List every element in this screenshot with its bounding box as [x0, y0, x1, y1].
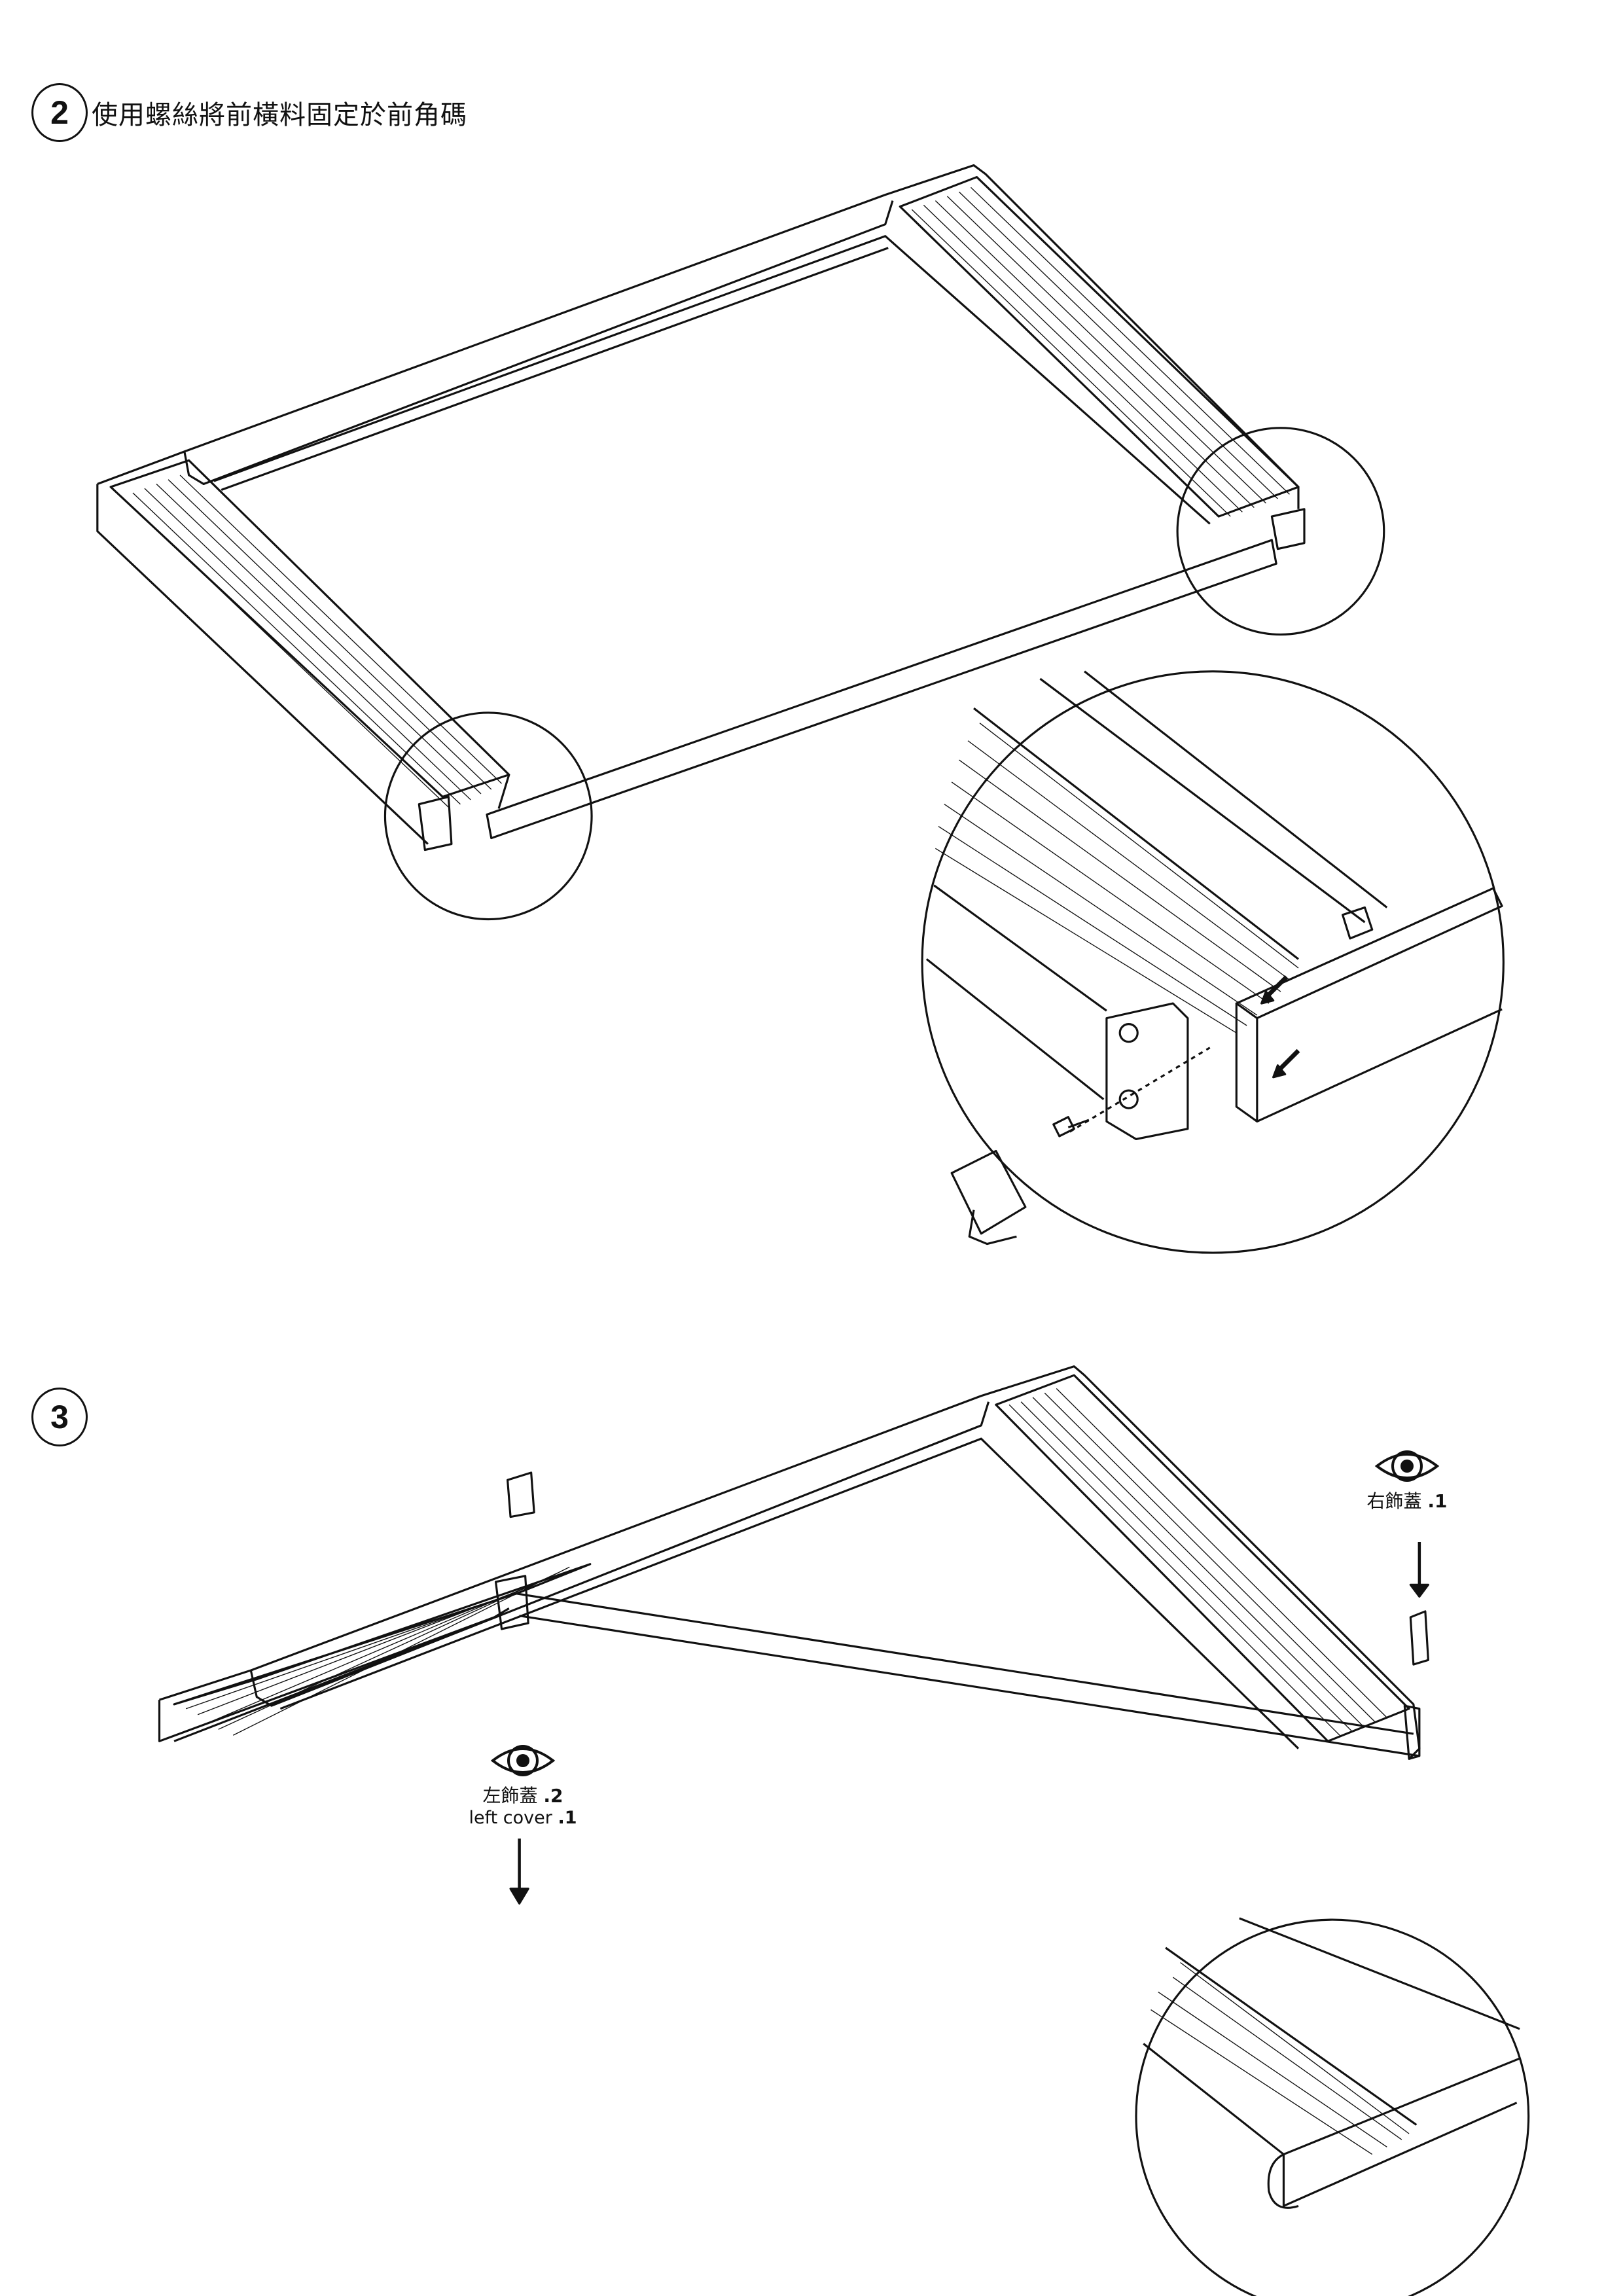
left-cover-label-zh: 左飾蓋 — [482, 1785, 538, 1806]
right-cover-part — [1409, 1610, 1429, 1666]
right-cover-qty: .1 — [1427, 1490, 1448, 1512]
left-cover-callout: 左飾蓋 .2 left cover .1 — [464, 1742, 582, 1828]
left-cover-qty-zh: .2 — [543, 1785, 563, 1806]
left-cover-part — [506, 1471, 535, 1518]
detail-circle-right — [1176, 427, 1385, 636]
step-number-2: 2 — [31, 83, 88, 142]
step3-zoom-detail — [1135, 1917, 1530, 2296]
left-cover-qty-en: .1 — [558, 1808, 577, 1828]
eye-icon — [1374, 1450, 1440, 1482]
step2-drawer-frame — [96, 164, 1306, 852]
step-number-3: 3 — [31, 1388, 88, 1446]
eye-icon — [490, 1745, 556, 1776]
step2-zoom-detail — [921, 670, 1505, 1254]
detail-circle-left — [383, 711, 593, 921]
step3-drawer-frame — [158, 1365, 1429, 1760]
right-cover-callout: 右飾蓋 .1 — [1361, 1448, 1453, 1513]
left-cover-label-en: left cover — [469, 1808, 552, 1828]
step2-instruction: 使用螺絲將前橫料固定於前角碼 — [92, 100, 467, 130]
right-cover-label: 右飾蓋 — [1366, 1490, 1422, 1512]
